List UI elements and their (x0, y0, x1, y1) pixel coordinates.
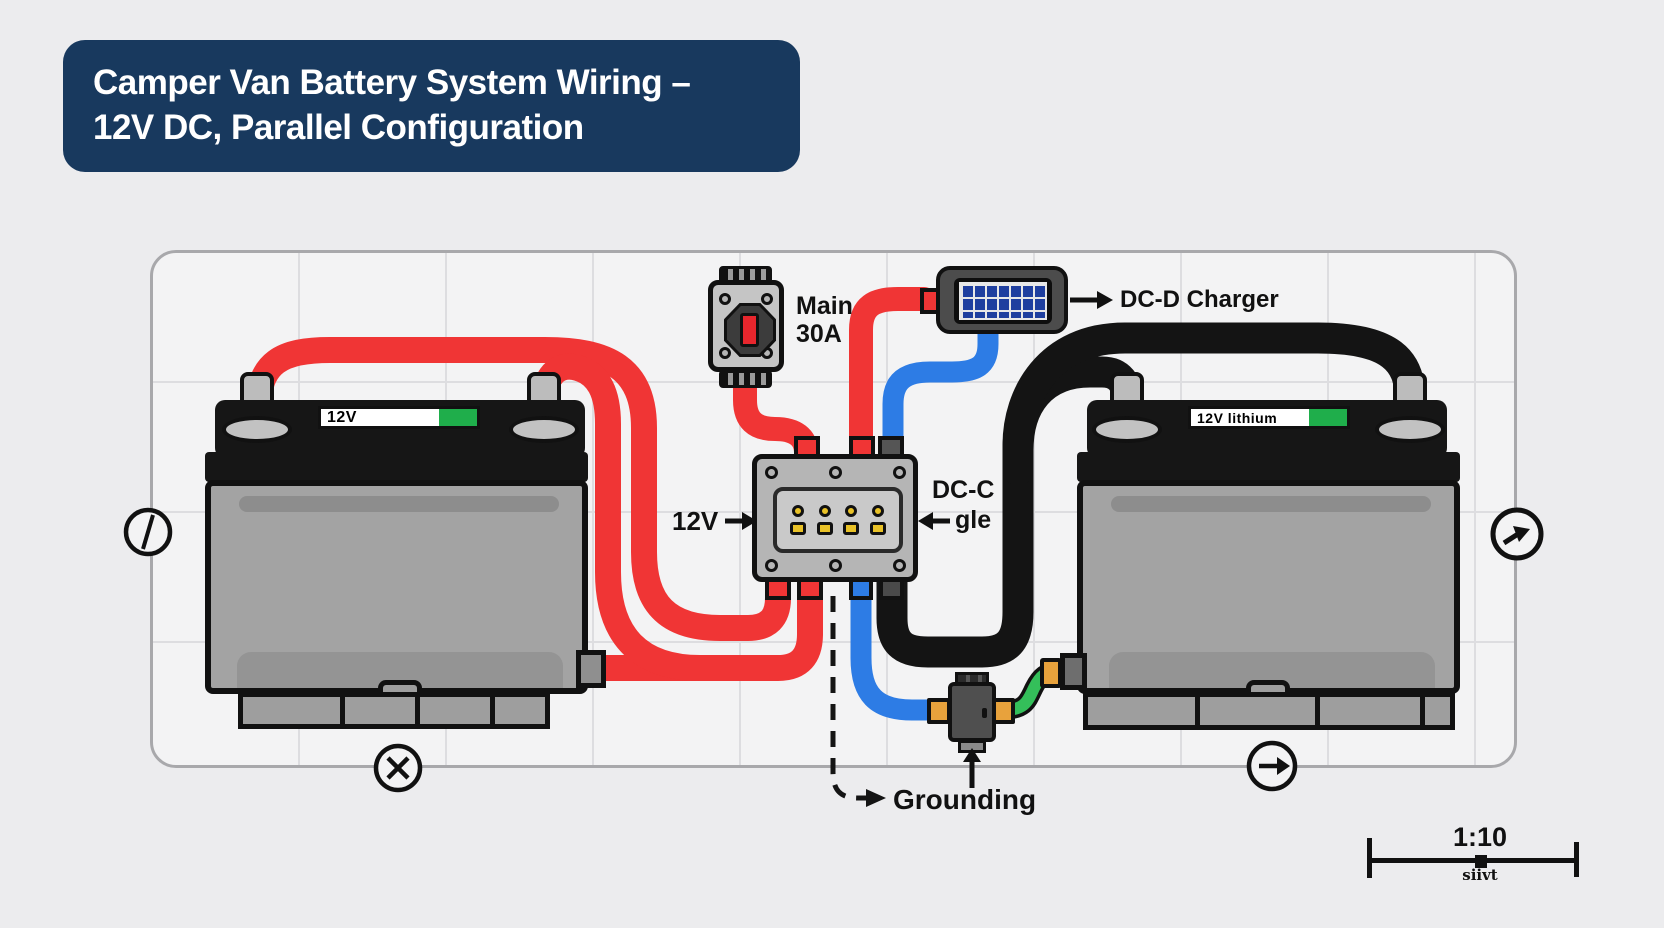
bus-left-label: 12V (672, 506, 719, 536)
screw-icon (829, 466, 842, 479)
grounding-label: Grounding (893, 784, 1037, 815)
scale-caption: siivt (1462, 866, 1498, 884)
right-battery-post-base-1 (1092, 416, 1162, 443)
fuse-switch-toggle (740, 313, 759, 347)
scale-bar-line (1367, 858, 1579, 863)
fuse-bottom-ridge (719, 370, 772, 388)
ground-block-tab (958, 740, 986, 753)
left-battery-label-plate: 12V (318, 406, 480, 429)
bus-junction-box (752, 454, 918, 582)
scale-ratio-label: 1:10 (1452, 822, 1508, 852)
screw-icon (765, 559, 778, 572)
screw-icon (719, 293, 731, 305)
terminal-column (869, 505, 886, 535)
bus-right-label-line2: gle (955, 506, 992, 534)
bus-right-label-line1: DC-C (932, 476, 995, 504)
bus-terminal-plate (773, 487, 903, 553)
grounding-callout-arrowhead (866, 789, 886, 807)
right-battery-post-base-2 (1375, 416, 1445, 443)
right-battery-top-band (1077, 452, 1460, 482)
screw-icon (761, 293, 773, 305)
screw-icon (719, 347, 731, 359)
ground-block (948, 682, 996, 742)
right-battery-stripe (1111, 496, 1431, 512)
right-battery-side-connector (1060, 653, 1087, 690)
title-line-1: Camper Van Battery System Wiring – (93, 63, 691, 102)
left-battery-side-connector (576, 650, 606, 688)
left-battery-post-base-1 (222, 416, 292, 443)
charge-indicator (1309, 409, 1347, 426)
screw-icon (829, 559, 842, 572)
terminal-column (843, 505, 860, 535)
scale-bar-center-tick (1475, 855, 1487, 868)
ground-wire-battery-fitting (1040, 658, 1062, 688)
right-battery-feet (1083, 692, 1455, 730)
charger-cell-grid (959, 282, 1047, 320)
main-fuse-switch (708, 280, 784, 372)
left-battery-post-base-2 (509, 416, 579, 443)
scale-bar-right-tick (1574, 842, 1579, 877)
screw-icon (765, 466, 778, 479)
right-battery-label-plate: 12V lithium (1188, 406, 1350, 429)
left-battery-top-band (205, 452, 588, 482)
dc-charger (936, 266, 1068, 334)
right-battery-body (1077, 480, 1460, 694)
fuse-label: Main 30A (796, 292, 853, 348)
screw-icon (893, 559, 906, 572)
title-line-2: 12V DC, Parallel Configuration (93, 108, 584, 147)
left-battery-body (205, 480, 588, 694)
right-battery-label: 12V lithium (1197, 409, 1278, 426)
title-banner: Camper Van Battery System Wiring – 12V D… (63, 40, 800, 172)
charger-label: DC-D Charger (1120, 286, 1279, 313)
left-battery-feet (238, 692, 550, 729)
charge-indicator (439, 409, 477, 426)
terminal-column (816, 505, 833, 535)
screw-icon (893, 466, 906, 479)
left-battery-label: 12V (327, 408, 357, 426)
terminal-column (790, 505, 807, 535)
left-battery-stripe (239, 496, 559, 512)
